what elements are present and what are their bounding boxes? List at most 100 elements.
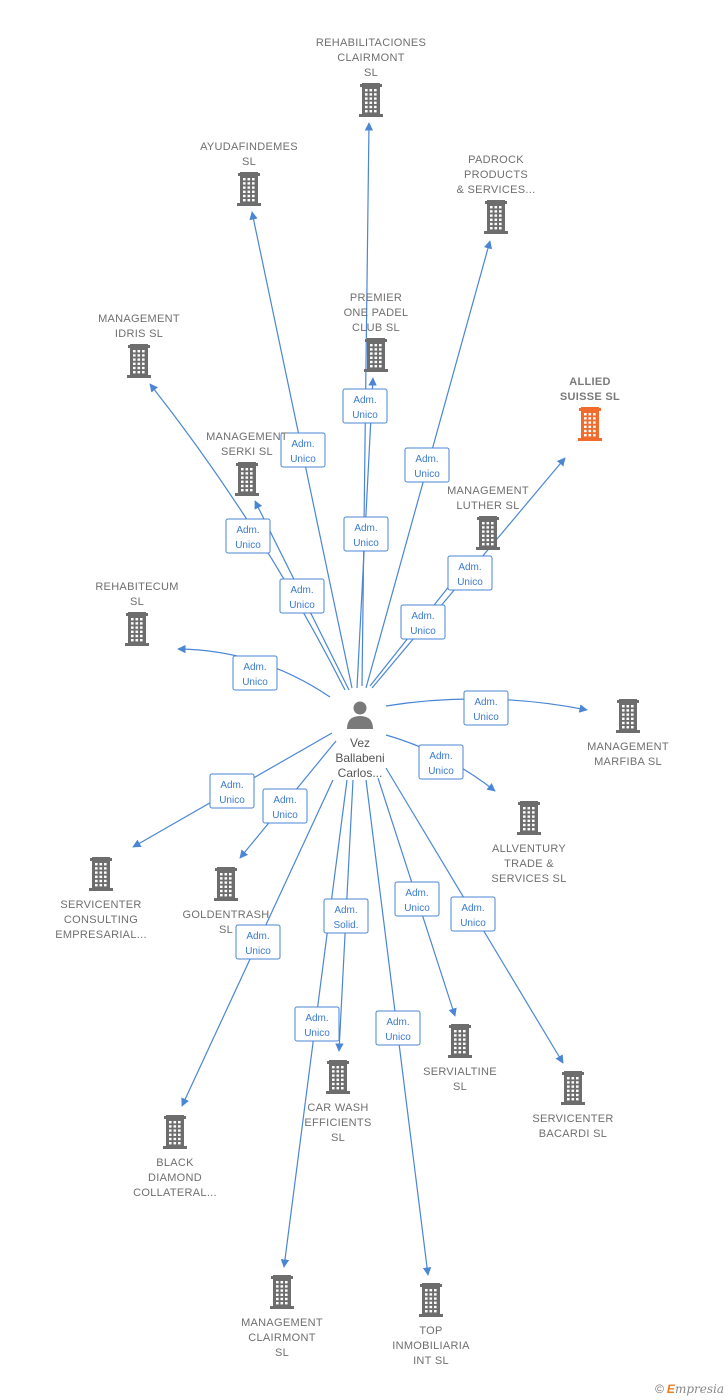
edge-role-label: Adm.Unico: [235, 525, 261, 551]
edge-role-padrock[interactable]: Adm.Unico: [404, 447, 450, 483]
building-icon: [270, 1275, 294, 1309]
brand-footer: ©Empresia: [655, 1382, 724, 1396]
edge-role-allventury[interactable]: Adm.Unico: [418, 744, 464, 780]
building-icon: [364, 338, 388, 372]
edge-role-top-inmobiliaria[interactable]: Adm.Unico: [375, 1010, 421, 1046]
building-icon: [616, 699, 640, 733]
copyright-symbol: ©: [655, 1382, 664, 1396]
edge-role-label: Adm.Unico: [473, 697, 499, 723]
edge-role-label: Adm.Unico: [245, 931, 271, 957]
edge-role-label: Adm.Unico: [272, 795, 298, 821]
building-icon: [476, 516, 500, 550]
edge-role-ayudafindemes[interactable]: Adm.Unico: [280, 432, 326, 468]
building-icon: [125, 612, 149, 646]
edge-role-label: Adm.Unico: [414, 454, 440, 480]
edge-role-label: Adm.Unico: [304, 1013, 330, 1039]
building-icon: [517, 801, 541, 835]
edge-role-label: Adm.Unico: [404, 888, 430, 914]
edge-role-servicenter-consulting[interactable]: Adm.Unico: [209, 773, 255, 809]
edge-role-management-marfiba[interactable]: Adm.Unico: [463, 690, 509, 726]
edge-role-management-idris[interactable]: Adm.Unico: [225, 518, 271, 554]
building-icon: [419, 1283, 443, 1317]
edge-role-label: Adm.Unico: [410, 611, 436, 637]
building-icon: [359, 83, 383, 117]
edge-role-servicenter-bacardi[interactable]: Adm.Unico: [450, 896, 496, 932]
edge-role-car-wash[interactable]: Adm.Solid.: [323, 898, 369, 934]
edge-role-label: Adm.Unico: [460, 903, 486, 929]
edge-role-label: Adm.Unico: [428, 751, 454, 777]
edge-role-rehabilitaciones[interactable]: Adm.Unico: [343, 516, 389, 552]
brand-name: mpresia: [674, 1382, 724, 1396]
building-icon: [89, 857, 113, 891]
edge-role-label: Adm.Solid.: [333, 905, 358, 931]
edge-role-premier[interactable]: Adm.Unico: [342, 388, 388, 424]
edge-role-management-serki[interactable]: Adm.Unico: [279, 578, 325, 614]
edge-role-management-luther[interactable]: Adm.Unico: [400, 604, 446, 640]
building-icon: [163, 1115, 187, 1149]
brand-initial: E: [666, 1382, 675, 1396]
edge-role-label: Adm.Unico: [290, 439, 316, 465]
edge-role-servialtine[interactable]: Adm.Unico: [394, 881, 440, 917]
building-icon: [127, 344, 151, 378]
edge-role-rehabitecum[interactable]: Adm.Unico: [232, 655, 278, 691]
edge-role-goldentrash[interactable]: Adm.Unico: [262, 788, 308, 824]
edge-role-label: Adm.Unico: [219, 780, 245, 806]
building-icon: [484, 200, 508, 234]
building-icon: [326, 1060, 350, 1094]
building-icon: [448, 1024, 472, 1058]
edge-role-label: Adm.Unico: [289, 585, 315, 611]
building-icon: [561, 1071, 585, 1105]
edge-role-management-clairmont[interactable]: Adm.Unico: [294, 1006, 340, 1042]
edge-role-black-diamond[interactable]: Adm.Unico: [235, 924, 281, 960]
person-icon: [347, 701, 373, 729]
edge-role-label: Adm.Unico: [352, 395, 378, 421]
building-icon: [214, 867, 238, 901]
edge-role-label: Adm.Unico: [242, 662, 268, 688]
edge-role-label: Adm.Unico: [385, 1017, 411, 1043]
building-icon: [578, 407, 602, 441]
edge-role-allied-suisse[interactable]: Adm.Unico: [447, 555, 493, 591]
